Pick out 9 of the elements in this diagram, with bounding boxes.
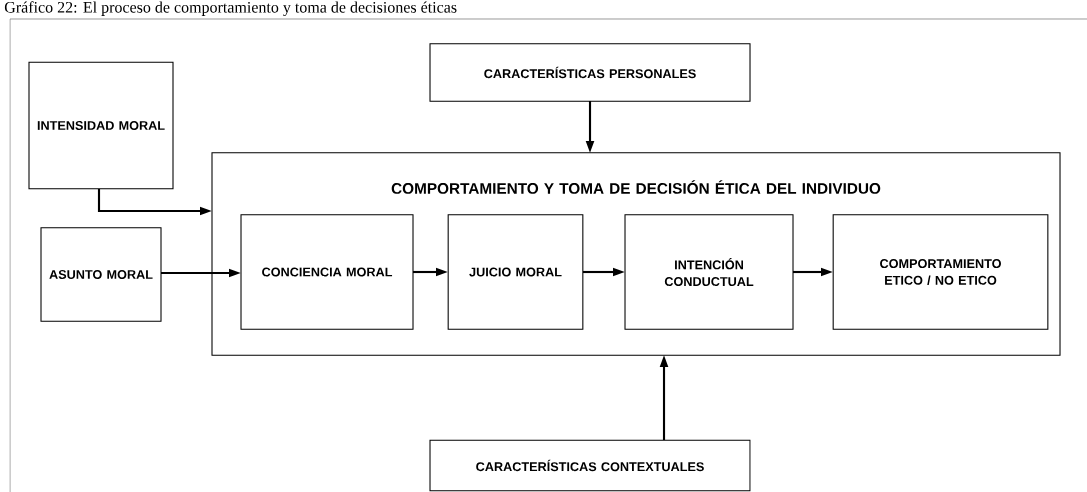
figure-title: Gráfico 22: El proceso de comportamiento y toma de decisiones éticas (4, 1, 457, 16)
process-box: INTENCIÓN CONDUCTUAL (624, 214, 794, 330)
process-box: JUICIO MORAL (447, 214, 584, 330)
process-box: CARACTERÍSTICAS PERSONALES (429, 43, 751, 102)
process-box: CARACTERÍSTICAS CONTEXTUALES (429, 439, 751, 492)
process-box: COMPORTAMIENTO ETICO / NO ETICO (832, 214, 1049, 330)
process-box: ASUNTO MORAL (40, 227, 162, 322)
process-box: INTENSIDAD MORAL (28, 61, 174, 190)
process-box: CONCIENCIA MORAL (240, 214, 414, 330)
